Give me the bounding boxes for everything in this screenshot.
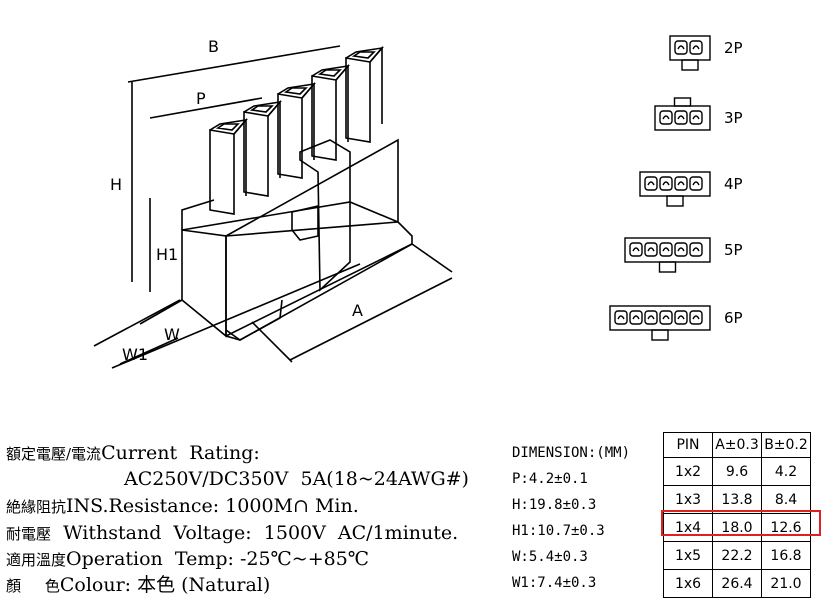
dimension-item: H:19.8±0.3 bbox=[512, 497, 597, 513]
connector-variant: 6P bbox=[609, 305, 743, 341]
spec-line-5: 顏 色Colour: 本色 (Natural) bbox=[6, 572, 270, 599]
table-cell: 21.0 bbox=[761, 569, 811, 598]
table-cell: 22.2 bbox=[712, 541, 762, 570]
dim-label-w: W bbox=[164, 325, 180, 344]
table-cell: 1x2 bbox=[663, 457, 713, 486]
spec-cjk-0: 額定電壓/電流 bbox=[6, 445, 102, 463]
dim-label-a: A bbox=[352, 301, 363, 320]
pin-tower bbox=[311, 63, 351, 161]
connector-drawing: B P H H1 A W W1 2P 3P 4P 5P 6P bbox=[93, 35, 743, 369]
variant-label: 6P bbox=[724, 309, 743, 327]
spec-text-1: AC250V/DC350V 5A(18~24AWG#) bbox=[124, 468, 469, 490]
connector-variant: 3P bbox=[654, 97, 743, 131]
connector-variant: 2P bbox=[669, 35, 743, 71]
dimension-item: H1:10.7±0.3 bbox=[512, 523, 605, 539]
pin-dimension-table: PIN A±0.3 B±0.2 1x2 9.6 4.2 1x3 13.8 8.4… bbox=[663, 432, 811, 598]
pin-tower bbox=[277, 81, 317, 179]
spec-text-5: Colour: 本色 (Natural) bbox=[59, 574, 271, 596]
dimension-item: W:5.4±0.3 bbox=[512, 549, 588, 565]
dim-label-b: B bbox=[208, 37, 219, 56]
spec-line-4: 適用溫度Operation Temp: -25℃~+85℃ bbox=[6, 546, 369, 573]
dimension-title: DIMENSION:(MM) bbox=[512, 445, 631, 461]
table-cell: 1x6 bbox=[663, 569, 713, 598]
table-cell: 26.4 bbox=[712, 569, 762, 598]
table-cell: 16.8 bbox=[761, 541, 811, 570]
variant-label: 3P bbox=[724, 109, 743, 127]
table-header: B±0.2 bbox=[761, 432, 811, 458]
table-header-row: PIN A±0.3 B±0.2 bbox=[663, 432, 811, 458]
table-row: 1x5 22.2 16.8 bbox=[663, 541, 811, 570]
variant-label: 5P bbox=[724, 241, 743, 259]
dim-label-p: P bbox=[196, 89, 206, 108]
table-cell: 4.2 bbox=[761, 457, 811, 486]
dim-label-h1: H1 bbox=[156, 245, 178, 264]
pin-tower bbox=[243, 99, 283, 197]
spec-text-2: INS.Resistance: 1000M∩ Min. bbox=[66, 495, 359, 517]
table-cell: 1x4 bbox=[663, 513, 713, 542]
connector-variant: 4P bbox=[639, 171, 743, 207]
dim-label-w1: W1 bbox=[122, 345, 148, 364]
dimension-item: W1:7.4±0.3 bbox=[512, 575, 597, 591]
highlighted-row-outline bbox=[661, 510, 821, 536]
table-row: 1x4 18.0 12.6 bbox=[663, 513, 811, 542]
pin-tower bbox=[209, 117, 249, 215]
table-row: 1x6 26.4 21.0 bbox=[663, 569, 811, 598]
dimension-item: P:4.2±0.1 bbox=[512, 471, 588, 487]
table-header: A±0.3 bbox=[712, 432, 762, 458]
spec-text-3: Withstand Voltage: 1500V AC/1minute. bbox=[51, 522, 459, 544]
spec-cjk-4: 適用溫度 bbox=[6, 551, 67, 569]
variant-label: 4P bbox=[724, 175, 743, 193]
pin-tower bbox=[345, 45, 385, 143]
spec-text-0: Current Rating: bbox=[101, 442, 260, 464]
dim-label-h: H bbox=[110, 175, 122, 194]
spec-line-2: 絶緣阻抗INS.Resistance: 1000M∩ Min. bbox=[6, 493, 359, 520]
table-row: 1x3 13.8 8.4 bbox=[663, 485, 811, 514]
spec-cjk-5: 顏 色 bbox=[6, 577, 60, 595]
table-header: PIN bbox=[663, 432, 713, 458]
spec-cjk-3: 耐電壓 bbox=[6, 525, 52, 543]
variant-label: 2P bbox=[724, 39, 743, 57]
spec-line-0: 額定電壓/電流Current Rating: bbox=[6, 440, 260, 467]
spec-line-3: 耐電壓 Withstand Voltage: 1500V AC/1minute. bbox=[6, 520, 458, 547]
spec-text-4: Operation Temp: -25℃~+85℃ bbox=[66, 548, 370, 570]
connector-variant: 5P bbox=[624, 237, 743, 273]
table-cell: 1x5 bbox=[663, 541, 713, 570]
table-cell: 13.8 bbox=[712, 485, 762, 514]
dimension-block: DIMENSION:(MM) P:4.2±0.1 H:19.8±0.3 H1:1… bbox=[512, 440, 630, 596]
table-cell: 9.6 bbox=[712, 457, 762, 486]
table-cell: 12.6 bbox=[761, 513, 811, 542]
spec-line-1: AC250V/DC350V 5A(18~24AWG#) bbox=[124, 466, 469, 492]
table-row: 1x2 9.6 4.2 bbox=[663, 457, 811, 486]
spec-cjk-2: 絶緣阻抗 bbox=[6, 498, 67, 516]
